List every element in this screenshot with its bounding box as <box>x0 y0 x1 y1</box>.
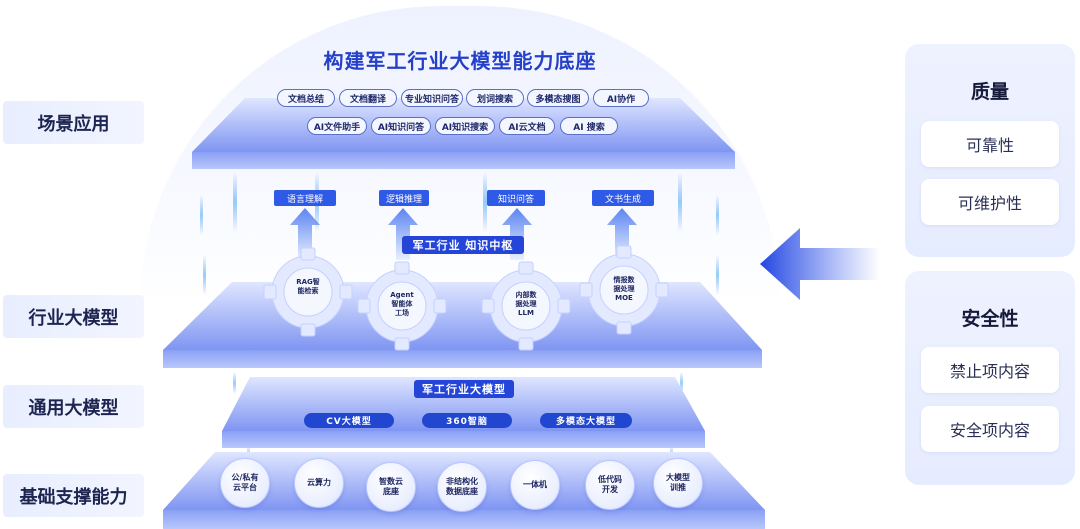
gears <box>263 245 669 351</box>
label-scene-application: 场景应用 <box>3 101 144 144</box>
main-title: 构建军工行业大模型能力底座 <box>323 49 597 73</box>
general-model-pill: 多模态大模型 <box>540 413 632 428</box>
gear-label: 情报数 据处理 MOE <box>613 276 635 302</box>
capability-label: 知识问答 <box>487 190 545 206</box>
infra-item: 一体机 <box>510 460 560 510</box>
scene-pill: AI知识问答 <box>371 117 431 135</box>
scene-pill: AI 搜索 <box>560 117 618 135</box>
scene-pill: 多模态搜图 <box>527 89 589 107</box>
security-item-forbidden: 禁止项内容 <box>921 347 1059 393</box>
label-industry-model: 行业大模型 <box>3 295 144 338</box>
scene-pill: AI协作 <box>593 89 649 107</box>
general-model-pill: 360智脑 <box>422 413 512 428</box>
scene-pill: 专业知识问答 <box>401 89 463 107</box>
infra-layer-side <box>163 510 765 529</box>
scene-pill: AI文件助手 <box>307 117 367 135</box>
capability-label: 文书生成 <box>592 190 654 206</box>
security-title: 安全性 <box>961 308 1019 330</box>
label-infrastructure: 基础支撑能力 <box>3 474 144 517</box>
up-arrows <box>290 208 637 260</box>
scene-layer-side <box>192 152 735 169</box>
knowledge-hub: 军工行业 知识中枢 <box>402 236 524 254</box>
infra-item: 智数云 底座 <box>366 462 416 512</box>
industry-layer-side <box>163 350 762 368</box>
security-panel: 安全性 禁止项内容 安全项内容 <box>905 271 1075 485</box>
label-general-model: 通用大模型 <box>3 385 144 428</box>
quality-panel: 质量 可靠性 可维护性 <box>905 44 1075 257</box>
scene-pill: AI云文档 <box>499 117 555 135</box>
scene-pill: AI知识搜索 <box>435 117 495 135</box>
gear-label: 内部数 据处理 LLM <box>515 291 537 317</box>
general-model-pill: CV大模型 <box>304 413 394 428</box>
capability-label: 语言理解 <box>274 190 336 206</box>
capability-label: 逻辑推理 <box>379 190 429 206</box>
infra-item: 低代码 开发 <box>585 460 635 510</box>
security-item-safety: 安全项内容 <box>921 406 1059 452</box>
general-band: 军工行业大模型 <box>414 380 514 398</box>
scene-pill: 文档翻译 <box>339 89 397 107</box>
infra-item: 非结构化 数据底座 <box>437 462 487 512</box>
scene-pill: 文档总结 <box>277 89 335 107</box>
gear-label: Agent 智能体 工场 <box>390 291 414 317</box>
infra-item: 云算力 <box>294 458 344 508</box>
quality-title: 质量 <box>970 81 1009 103</box>
infra-item: 大模型 训推 <box>653 458 703 508</box>
gear-label: RAG智 能检索 <box>296 278 320 295</box>
scene-pill: 划词搜索 <box>466 89 524 107</box>
quality-item-reliability: 可靠性 <box>921 121 1059 167</box>
quality-item-maintainability: 可维护性 <box>921 179 1059 225</box>
general-layer-side <box>222 431 705 448</box>
infra-item: 公/私有 云平台 <box>220 458 270 508</box>
industry-layer-top <box>163 282 762 350</box>
platform-layers <box>163 98 880 529</box>
input-arrow-icon <box>760 228 880 300</box>
